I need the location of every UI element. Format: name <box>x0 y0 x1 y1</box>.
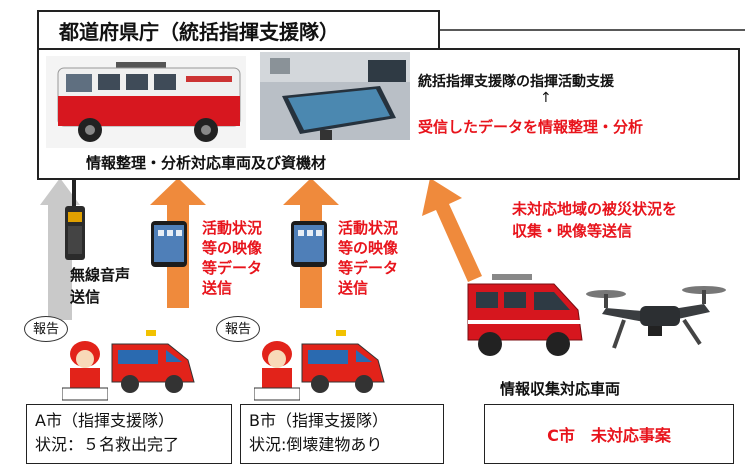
control-room-image <box>260 52 410 140</box>
tablet-icon-b <box>290 220 328 268</box>
city-b-box: B市（指揮支援隊） 状況:倒壊建物あり <box>240 404 444 464</box>
flow-label-a: 活動状況 等の映像 等データ 送信 <box>202 219 263 297</box>
hq-caption: 情報整理・分析対応車両及び資機材 <box>86 154 327 172</box>
support-text: 統括指揮支援隊の指揮活動支援 <box>418 74 614 90</box>
city-c-name: C市 未対応事案 <box>547 426 671 445</box>
hq-title-box: 都道府県庁（統括指揮支援隊） <box>37 10 440 50</box>
data-arrow-c <box>422 178 482 282</box>
radio-transceiver-icon <box>62 180 88 262</box>
flow-label-b: 活動状況 等の映像 等データ 送信 <box>338 219 399 297</box>
report-bubble-b: 報告 <box>216 316 260 342</box>
info-collection-vehicle-image <box>462 274 586 358</box>
city-c-box: C市 未対応事案 <box>484 404 734 464</box>
city-b-status: 状況:倒壊建物あり <box>249 435 383 454</box>
up-arrow-text: ↑ <box>540 90 552 106</box>
command-vehicle-image <box>46 56 246 148</box>
drone-image <box>584 282 734 356</box>
analysis-text: 受信したデータを情報整理・分析 <box>418 118 644 136</box>
hq-title: 都道府県庁（統括指揮支援隊） <box>59 19 339 44</box>
radio-label: 無線音声 送信 <box>70 266 131 306</box>
city-a-box: A市（指揮支援隊） 状況：５名救出完了 <box>26 404 232 464</box>
city-a-status: 状況：５名救出完了 <box>35 435 180 454</box>
tablet-icon-a <box>150 220 188 268</box>
city-b-name: B市（指揮支援隊） <box>249 411 388 430</box>
fire-truck-b <box>298 330 388 396</box>
fire-truck-a <box>108 330 198 396</box>
info-vehicle-label: 情報収集対応車両 <box>500 380 621 398</box>
c-flow-label: 未対応地域の被災状況を 収集・映像等送信 <box>512 200 678 240</box>
firefighter-figure-b <box>254 338 300 402</box>
city-a-name: A市（指揮支援隊） <box>35 411 174 430</box>
report-bubble-a: 報告 <box>24 316 68 342</box>
firefighter-figure-a <box>62 338 108 402</box>
